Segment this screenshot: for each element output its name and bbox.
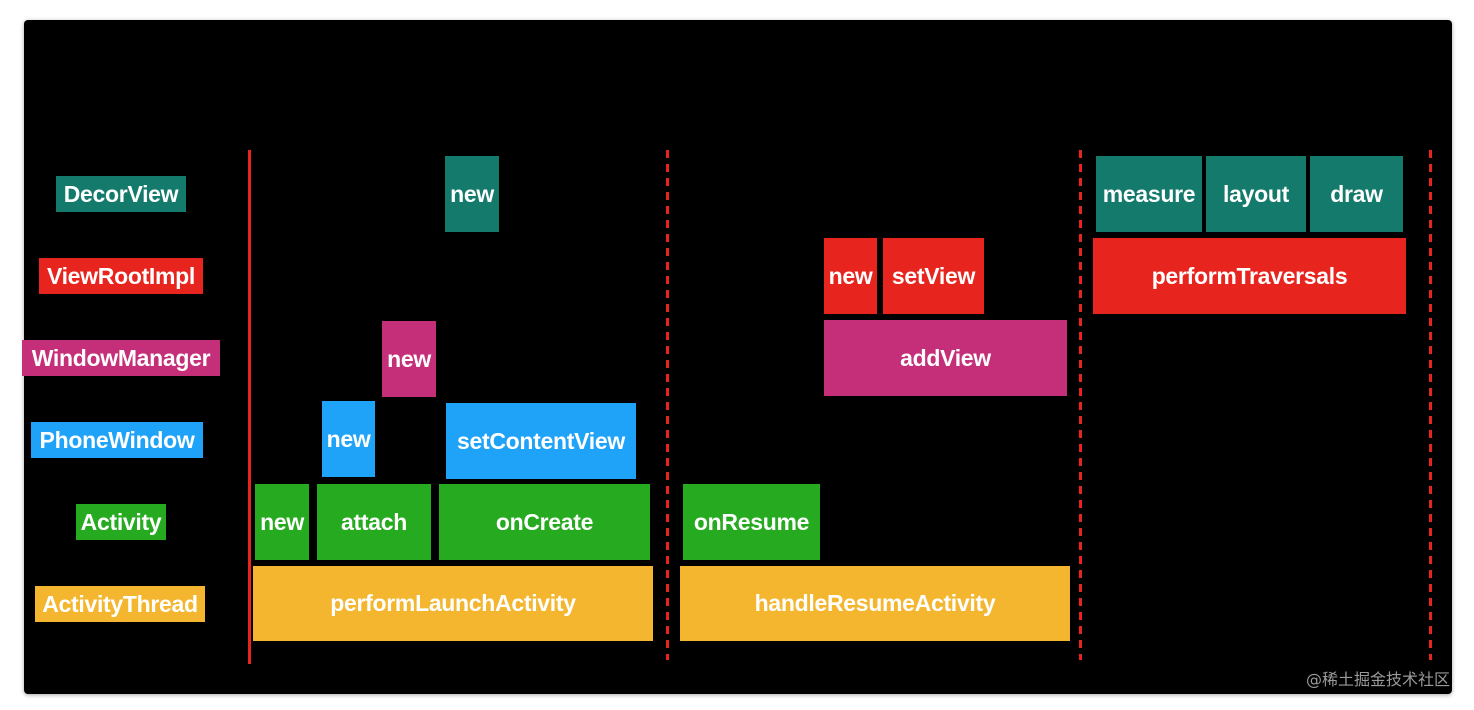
performtraversals-block: performTraversals [1093, 238, 1406, 314]
activity-new-block: new [255, 484, 309, 560]
phase-divider-3 [1429, 150, 1432, 660]
oncreate-block: onCreate [439, 484, 650, 560]
measure-block: measure [1096, 156, 1202, 232]
phase-divider-1 [666, 150, 669, 660]
row-label-activity: Activity [76, 504, 166, 540]
decorview-new-block: new [445, 156, 499, 232]
handleresumeactivity-block: handleResumeActivity [680, 566, 1070, 641]
setview-block: setView [883, 238, 984, 314]
row-label-activitythread: ActivityThread [35, 586, 205, 622]
performlaunchactivity-block: performLaunchActivity [253, 566, 653, 641]
phase-divider-2 [1079, 150, 1082, 660]
row-label-phonewindow: PhoneWindow [31, 422, 203, 458]
layout-block: layout [1206, 156, 1306, 232]
draw-block: draw [1310, 156, 1403, 232]
setcontentview-block: setContentView [446, 403, 636, 479]
row-label-windowmanager: WindowManager [22, 340, 220, 376]
addview-block: addView [824, 320, 1067, 396]
watermark-text: @稀土掘金技术社区 [1305, 670, 1450, 689]
row-label-viewrootimpl: ViewRootImpl [39, 258, 203, 294]
timeline-start-line [248, 150, 251, 664]
windowmanager-new-block: new [382, 321, 436, 397]
phonewindow-new-block: new [322, 401, 375, 477]
onresume-block: onResume [683, 484, 820, 560]
row-label-decorview: DecorView [56, 176, 186, 212]
attach-block: attach [317, 484, 431, 560]
viewrootimpl-new-block: new [824, 238, 877, 314]
